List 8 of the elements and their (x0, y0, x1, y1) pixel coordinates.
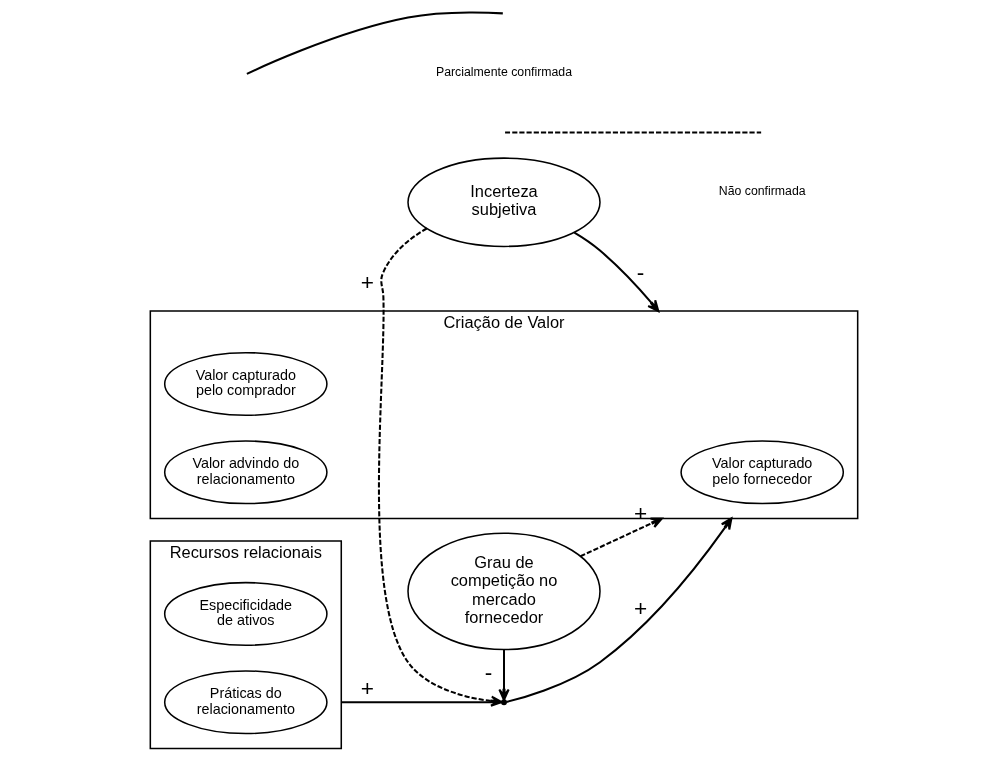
edge-label: + (633, 595, 648, 621)
legend-label: Parcialmente confirmada (435, 65, 573, 80)
edge-label: + (360, 270, 375, 296)
edge-label: + (633, 501, 648, 527)
edge-label: - (484, 660, 493, 686)
legend-label: Não confirmada (718, 184, 806, 199)
edge-label: - (636, 259, 645, 285)
edge-label: + (360, 675, 375, 701)
